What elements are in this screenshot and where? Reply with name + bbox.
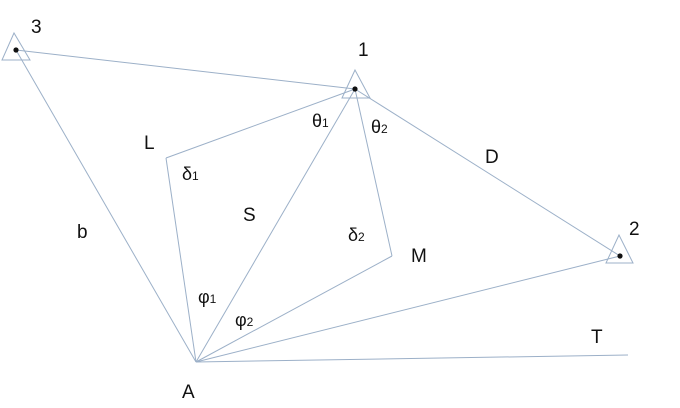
label-m: M: [411, 246, 427, 267]
station-2-marker: [605, 233, 634, 264]
edge-l-1: [165, 88, 356, 159]
edge-3-1: [15, 49, 356, 90]
point-a-label: A: [182, 382, 195, 403]
angle-delta-1: δ1: [182, 164, 199, 184]
label-s: S: [243, 205, 256, 226]
point-2-label: 2: [629, 219, 640, 240]
point-1-label: 1: [358, 40, 369, 61]
angle-phi-1: φ1: [198, 287, 217, 307]
edge-a-1: [195, 88, 356, 363]
angle-delta-2: δ2: [348, 225, 365, 245]
label-t: T: [591, 327, 603, 348]
point-3-label: 3: [31, 17, 42, 38]
edge-a-2: [195, 255, 621, 363]
edge-3-a: [15, 49, 197, 363]
edge-1-m: [354, 88, 393, 257]
label-b: b: [77, 222, 88, 243]
station-1-marker: [341, 68, 371, 99]
label-d: D: [485, 147, 499, 168]
edge-m-a: [195, 255, 393, 363]
edge-a-l: [165, 157, 197, 363]
label-l: L: [144, 133, 155, 154]
angle-theta-1: θ1: [312, 111, 329, 131]
edge-a-t: [195, 354, 629, 363]
angle-theta-2: θ2: [371, 117, 388, 137]
edge-1-2: [354, 88, 621, 257]
angle-phi-2: φ2: [235, 310, 254, 330]
station-3-marker: [1, 31, 31, 61]
